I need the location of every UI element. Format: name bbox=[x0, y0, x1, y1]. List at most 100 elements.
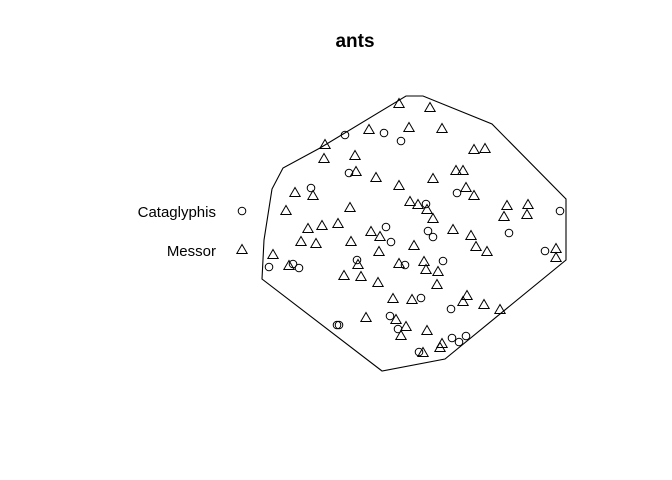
point-messor-65 bbox=[399, 320, 413, 331]
point-messor-1 bbox=[423, 101, 437, 112]
point-messor-0 bbox=[392, 97, 406, 108]
point-cataglyphis-7 bbox=[381, 222, 391, 232]
point-messor-46 bbox=[372, 245, 386, 256]
point-messor-38 bbox=[373, 230, 387, 241]
point-messor-12 bbox=[449, 164, 463, 175]
point-messor-47 bbox=[351, 258, 365, 269]
point-cataglyphis-0 bbox=[340, 130, 350, 140]
legend: Cataglyphis Messor bbox=[138, 204, 249, 260]
point-cataglyphis-18 bbox=[400, 260, 410, 270]
point-messor-9 bbox=[478, 142, 492, 153]
point-cataglyphis-2 bbox=[396, 136, 406, 146]
point-messor-56 bbox=[386, 292, 400, 303]
point-messor-3 bbox=[402, 121, 416, 132]
point-messor-6 bbox=[317, 152, 331, 163]
chart-title: ants bbox=[335, 31, 374, 52]
point-cataglyphis-13 bbox=[438, 256, 448, 266]
point-messor-19 bbox=[467, 189, 481, 200]
point-messor-13 bbox=[456, 164, 470, 175]
point-messor-27 bbox=[426, 212, 440, 223]
point-messor-51 bbox=[354, 270, 368, 281]
legend-label-cataglyphis: Cataglyphis bbox=[138, 204, 216, 221]
point-messor-58 bbox=[460, 289, 474, 300]
point-messor-41 bbox=[469, 240, 483, 251]
point-messor-29 bbox=[520, 208, 534, 219]
point-messor-23 bbox=[500, 199, 514, 210]
point-messor-45 bbox=[282, 259, 296, 270]
point-messor-48 bbox=[392, 257, 406, 268]
point-messor-52 bbox=[419, 263, 433, 274]
point-messor-39 bbox=[407, 239, 421, 250]
point-messor-20 bbox=[403, 195, 417, 206]
point-messor-59 bbox=[456, 295, 470, 306]
point-messor-28 bbox=[497, 210, 511, 221]
point-cataglyphis-17 bbox=[264, 262, 274, 272]
point-cataglyphis-10 bbox=[386, 237, 396, 247]
point-messor-54 bbox=[430, 278, 444, 289]
point-messor-26 bbox=[343, 201, 357, 212]
point-messor-68 bbox=[433, 341, 447, 352]
point-messor-10 bbox=[349, 165, 363, 176]
point-messor-32 bbox=[331, 217, 345, 228]
point-messor-62 bbox=[359, 311, 373, 322]
point-messor-8 bbox=[467, 143, 481, 154]
point-messor-50 bbox=[337, 269, 351, 280]
point-cataglyphis-19 bbox=[416, 293, 426, 303]
point-cataglyphis-22 bbox=[334, 320, 344, 330]
point-messor-4 bbox=[435, 122, 449, 133]
point-messor-16 bbox=[288, 186, 302, 197]
point-cataglyphis-5 bbox=[452, 188, 462, 198]
point-cataglyphis-6 bbox=[421, 199, 431, 209]
point-messor-44 bbox=[266, 248, 280, 259]
point-messor-36 bbox=[309, 237, 323, 248]
point-messor-64 bbox=[420, 324, 434, 335]
legend-circle-icon bbox=[237, 206, 247, 216]
point-messor-25 bbox=[279, 204, 293, 215]
point-cataglyphis-29 bbox=[423, 226, 433, 236]
point-messor-40 bbox=[464, 229, 478, 240]
point-cataglyphis-28 bbox=[414, 347, 424, 357]
point-cataglyphis-26 bbox=[461, 331, 471, 341]
point-messor-55 bbox=[371, 276, 385, 287]
point-cataglyphis-23 bbox=[446, 304, 456, 314]
point-messor-21 bbox=[411, 198, 425, 209]
point-messor-14 bbox=[426, 172, 440, 183]
point-messor-31 bbox=[315, 219, 329, 230]
legend-triangle-icon bbox=[235, 243, 249, 254]
point-messor-7 bbox=[348, 149, 362, 160]
point-messor-42 bbox=[480, 245, 494, 256]
point-cataglyphis-27 bbox=[454, 337, 464, 347]
point-cataglyphis-8 bbox=[428, 232, 438, 242]
point-messor-15 bbox=[392, 179, 406, 190]
point-messor-33 bbox=[364, 225, 378, 236]
point-messor-57 bbox=[405, 293, 419, 304]
point-messor-18 bbox=[459, 181, 473, 192]
point-messor-37 bbox=[344, 235, 358, 246]
point-messor-34 bbox=[446, 223, 460, 234]
point-messor-30 bbox=[301, 222, 315, 233]
point-messor-5 bbox=[318, 138, 332, 149]
point-cataglyphis-14 bbox=[352, 255, 362, 265]
point-cataglyphis-3 bbox=[306, 183, 316, 193]
point-cataglyphis-12 bbox=[555, 206, 565, 216]
point-cataglyphis-25 bbox=[447, 333, 457, 343]
point-cataglyphis-20 bbox=[385, 311, 395, 321]
point-messor-24 bbox=[521, 198, 535, 209]
point-messor-22 bbox=[420, 203, 434, 214]
point-messor-17 bbox=[306, 189, 320, 200]
legend-label-messor: Messor bbox=[167, 243, 216, 260]
observation-window-polygon bbox=[261, 95, 567, 372]
point-messor-66 bbox=[394, 329, 408, 340]
point-messor-63 bbox=[389, 313, 403, 324]
point-cataglyphis-1 bbox=[379, 128, 389, 138]
point-messor-70 bbox=[549, 251, 563, 262]
point-messor-60 bbox=[477, 298, 491, 309]
point-cataglyphis-16 bbox=[294, 263, 304, 273]
points-layer bbox=[264, 97, 565, 357]
point-messor-61 bbox=[493, 303, 507, 314]
point-messor-69 bbox=[416, 346, 430, 357]
point-messor-2 bbox=[362, 123, 376, 134]
point-messor-35 bbox=[294, 235, 308, 246]
